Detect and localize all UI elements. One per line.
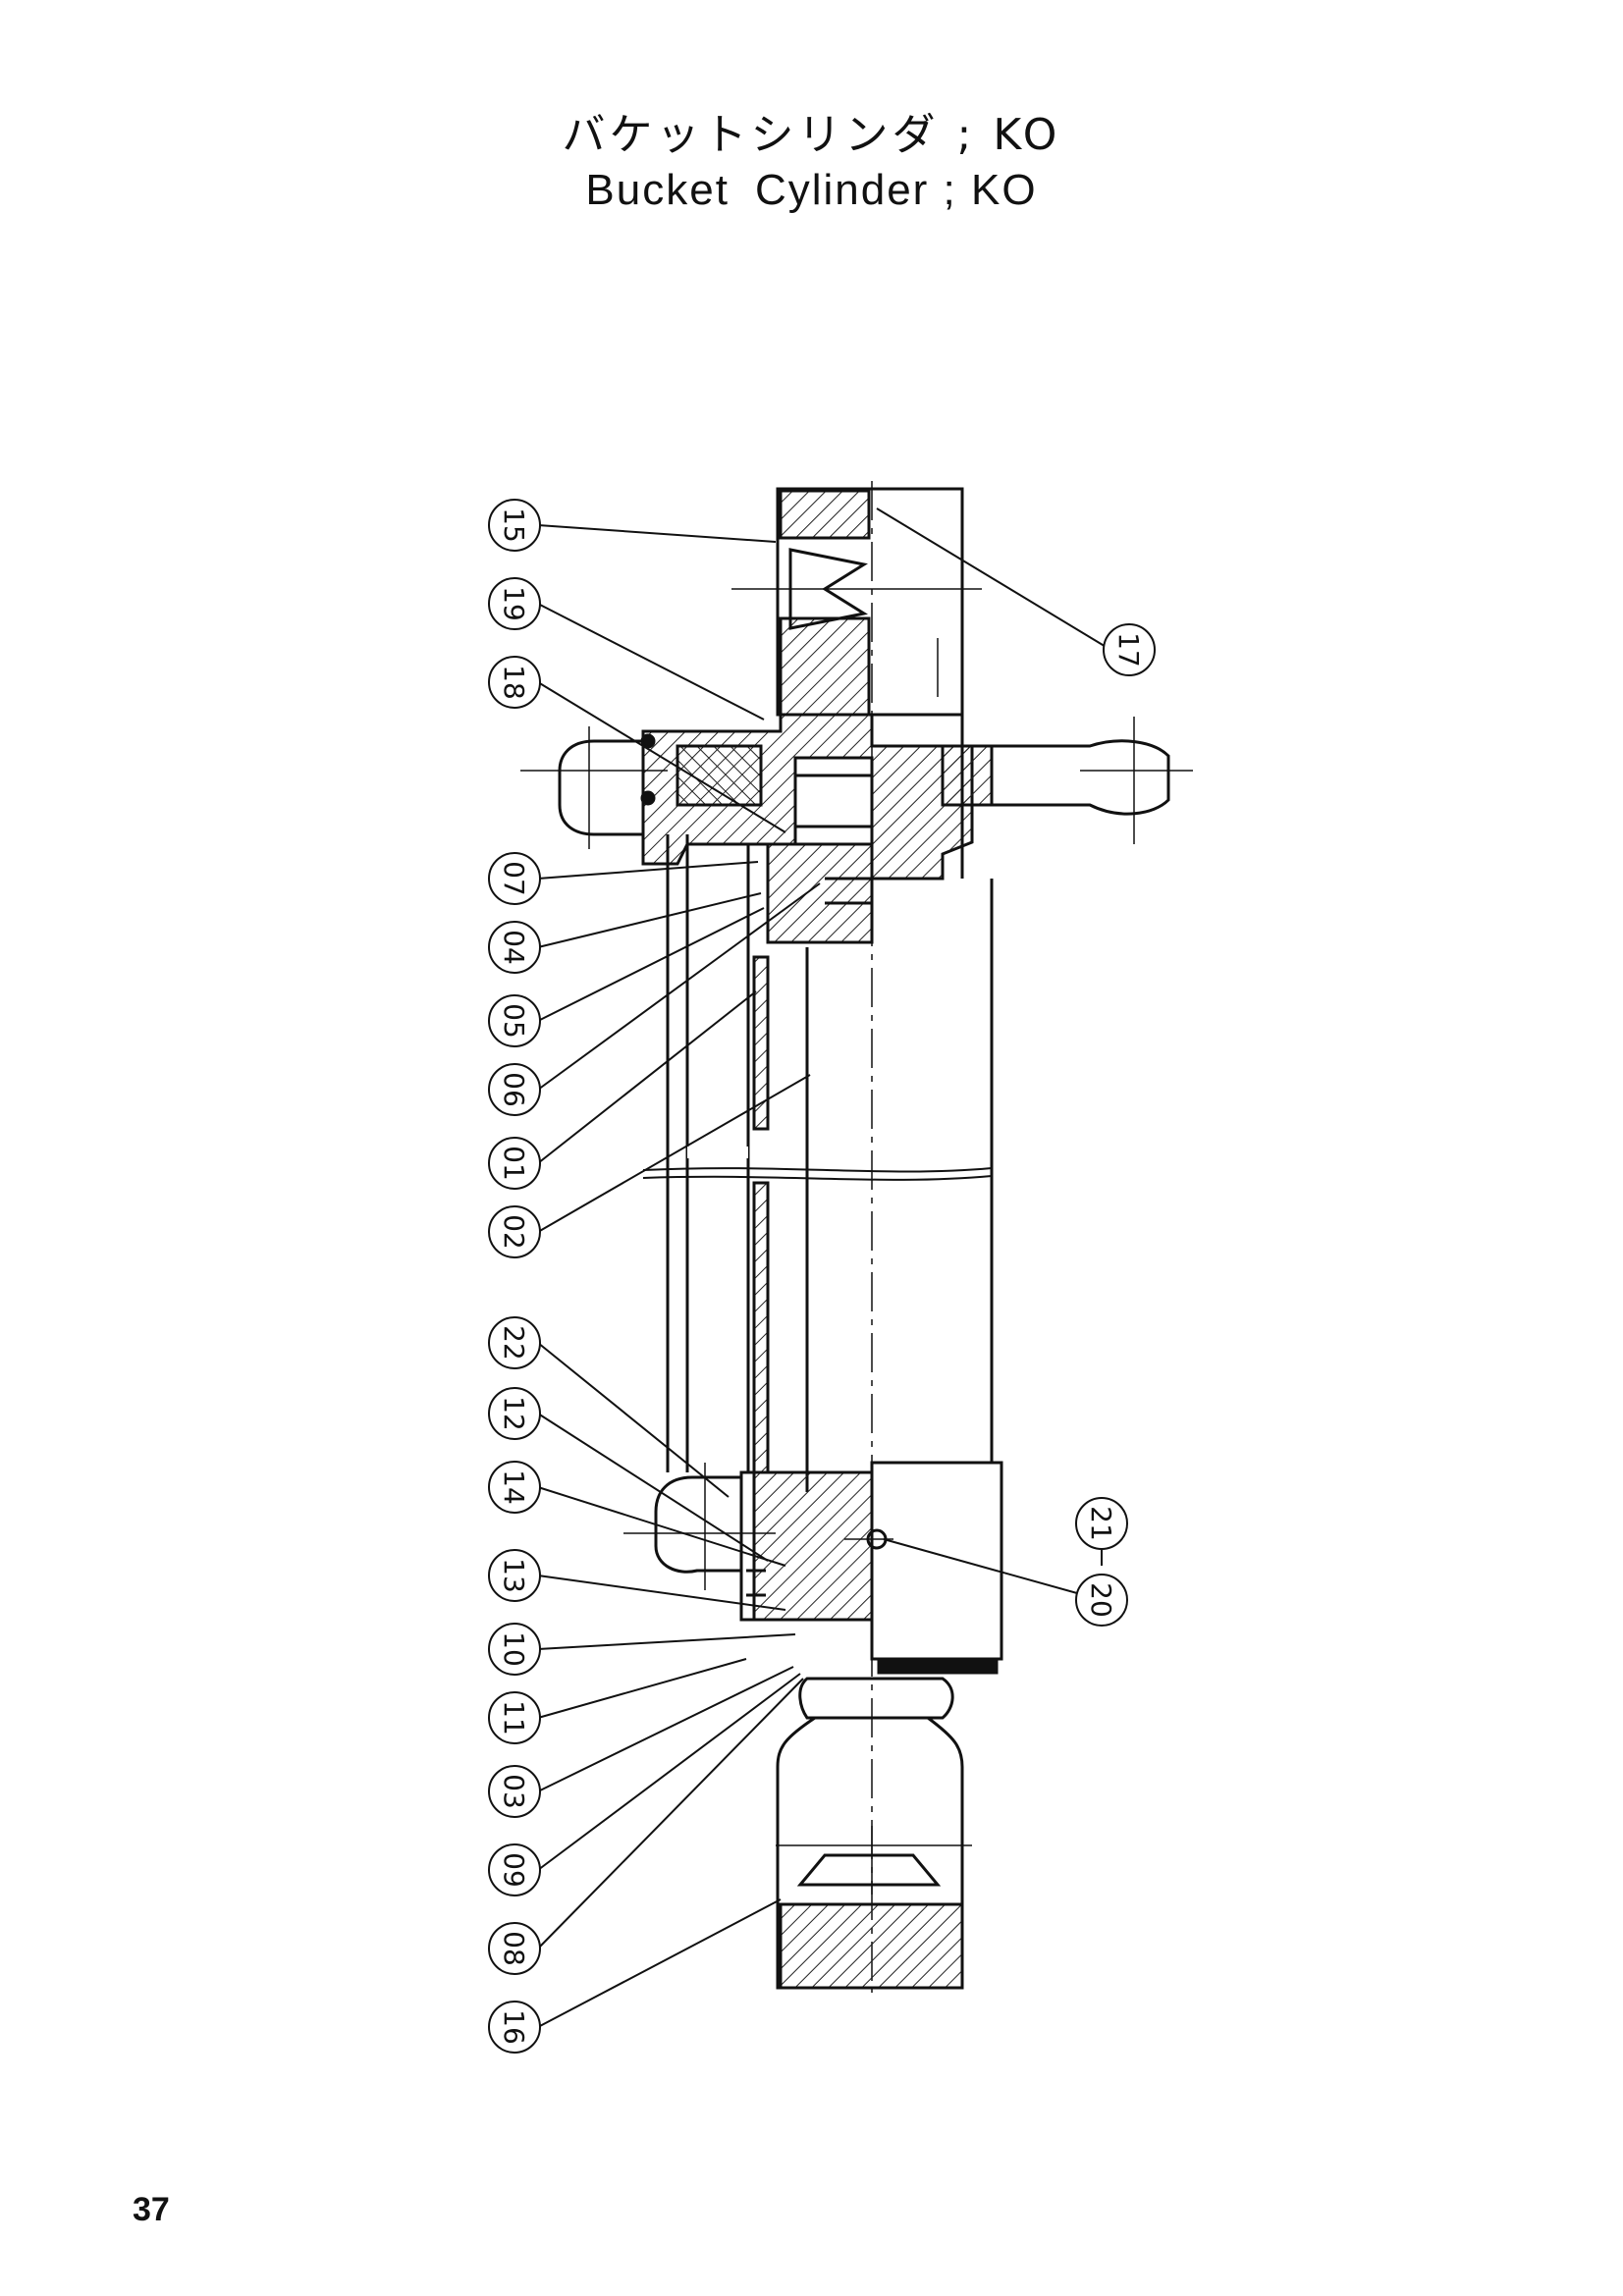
callout-circle — [1103, 623, 1156, 676]
callout-circle — [488, 1205, 541, 1258]
callout-label: 15 — [498, 507, 530, 543]
callout-label: 05 — [498, 1003, 530, 1039]
callout-circle — [488, 1137, 541, 1190]
callout-circle — [488, 994, 541, 1047]
callout-label: 07 — [498, 861, 530, 896]
callout-02: 02 — [488, 1205, 541, 1258]
callout-circles-right: 17 20 21 — [1075, 623, 1156, 1627]
callout-label: 22 — [498, 1325, 530, 1361]
callouts-left — [537, 524, 821, 2028]
callout-circle — [488, 1843, 541, 1896]
callout-20: 20 — [1075, 1574, 1128, 1627]
callout-21: 21 — [1075, 1497, 1128, 1550]
bushing-bottom — [796, 1853, 942, 1887]
callout-circle — [488, 1063, 541, 1116]
callout-12: 12 — [488, 1387, 541, 1440]
title-japanese: バケットシリンダ ; KO — [562, 110, 1061, 160]
callout-08: 08 — [488, 1922, 541, 1975]
callout-circles-left: 15 19 18 07 04 05 06 01 02 22 12 14 13 10 11 03 09 08 16 — [488, 499, 541, 2054]
callout-circle — [488, 1387, 541, 1440]
callout-10: 10 — [488, 1623, 541, 1676]
callout-label: 14 — [498, 1469, 530, 1505]
callouts-right — [876, 507, 1109, 1601]
title-english-word-1: Bucket — [585, 166, 730, 214]
callout-circle — [488, 1316, 541, 1369]
hose-fitting-bottom — [654, 1475, 741, 1574]
callout-22: 22 — [488, 1316, 541, 1369]
title-english: Bucket Cylinder ; KO — [0, 163, 1623, 218]
bushing-top — [788, 548, 868, 630]
callout-label: 19 — [498, 586, 530, 621]
callout-label: 09 — [498, 1852, 530, 1888]
callout-14: 14 — [488, 1461, 541, 1514]
callout-label: 13 — [498, 1558, 530, 1593]
hose-fitting-right — [972, 739, 1170, 816]
gland — [766, 842, 874, 944]
rod-eye-top-hatch — [779, 489, 871, 540]
callout-18: 18 — [488, 656, 541, 709]
callout-label: 16 — [498, 2009, 530, 2045]
title-english-word-2: Cylinder ; KO — [754, 166, 1038, 214]
callout-label: 10 — [498, 1631, 530, 1667]
callout-label: 01 — [498, 1146, 530, 1181]
callout-label: 06 — [498, 1072, 530, 1107]
rod-nut — [793, 756, 874, 846]
cylinder-section-view — [520, 481, 1193, 1993]
page-number: 37 — [133, 2191, 170, 2228]
callout-label: 18 — [498, 665, 530, 700]
callout-label: 11 — [498, 1700, 530, 1735]
callout-circle — [488, 1765, 541, 1818]
callout-circle — [488, 852, 541, 905]
callout-11: 11 — [488, 1691, 541, 1744]
cylinder-bottom — [870, 1461, 1003, 1661]
callout-04: 04 — [488, 921, 541, 974]
callout-19: 19 — [488, 577, 541, 630]
callout-circle — [488, 2001, 541, 2054]
callout-01: 01 — [488, 1137, 541, 1190]
hose-fitting-top-left — [558, 739, 643, 836]
bottom-rod-neck — [798, 1677, 954, 1720]
callout-label: 21 — [1085, 1506, 1117, 1541]
callout-circle — [488, 1922, 541, 1975]
title-block: バケットシリンダ ; KO Bucket Cylinder ; KO — [0, 108, 1623, 218]
callout-09: 09 — [488, 1843, 541, 1896]
callout-label: 08 — [498, 1931, 530, 1966]
callout-label: 04 — [498, 930, 530, 965]
callout-06: 06 — [488, 1063, 541, 1116]
callout-label: 12 — [498, 1396, 530, 1431]
callout-circle — [488, 1623, 541, 1676]
callout-03: 03 — [488, 1765, 541, 1818]
callout-circle — [488, 1549, 541, 1602]
break-line — [642, 1167, 993, 1173]
piston — [752, 1470, 874, 1622]
callout-circle — [1075, 1497, 1128, 1550]
callout-label: 20 — [1085, 1582, 1117, 1618]
callout-13: 13 — [488, 1549, 541, 1602]
callout-16: 16 — [488, 2001, 541, 2054]
callout-circle — [488, 921, 541, 974]
callout-circle — [488, 577, 541, 630]
callout-circle — [488, 1461, 541, 1514]
callout-05: 05 — [488, 994, 541, 1047]
callout-circle — [488, 1691, 541, 1744]
callout-circle — [1075, 1574, 1128, 1627]
callout-label: 03 — [498, 1774, 530, 1809]
callout-17: 17 — [1103, 623, 1156, 676]
callout-circle — [488, 656, 541, 709]
callout-label: 17 — [1112, 632, 1145, 667]
callout-circle — [488, 499, 541, 552]
callout-07: 07 — [488, 852, 541, 905]
callout-15: 15 — [488, 499, 541, 552]
callout-label: 02 — [498, 1214, 530, 1250]
